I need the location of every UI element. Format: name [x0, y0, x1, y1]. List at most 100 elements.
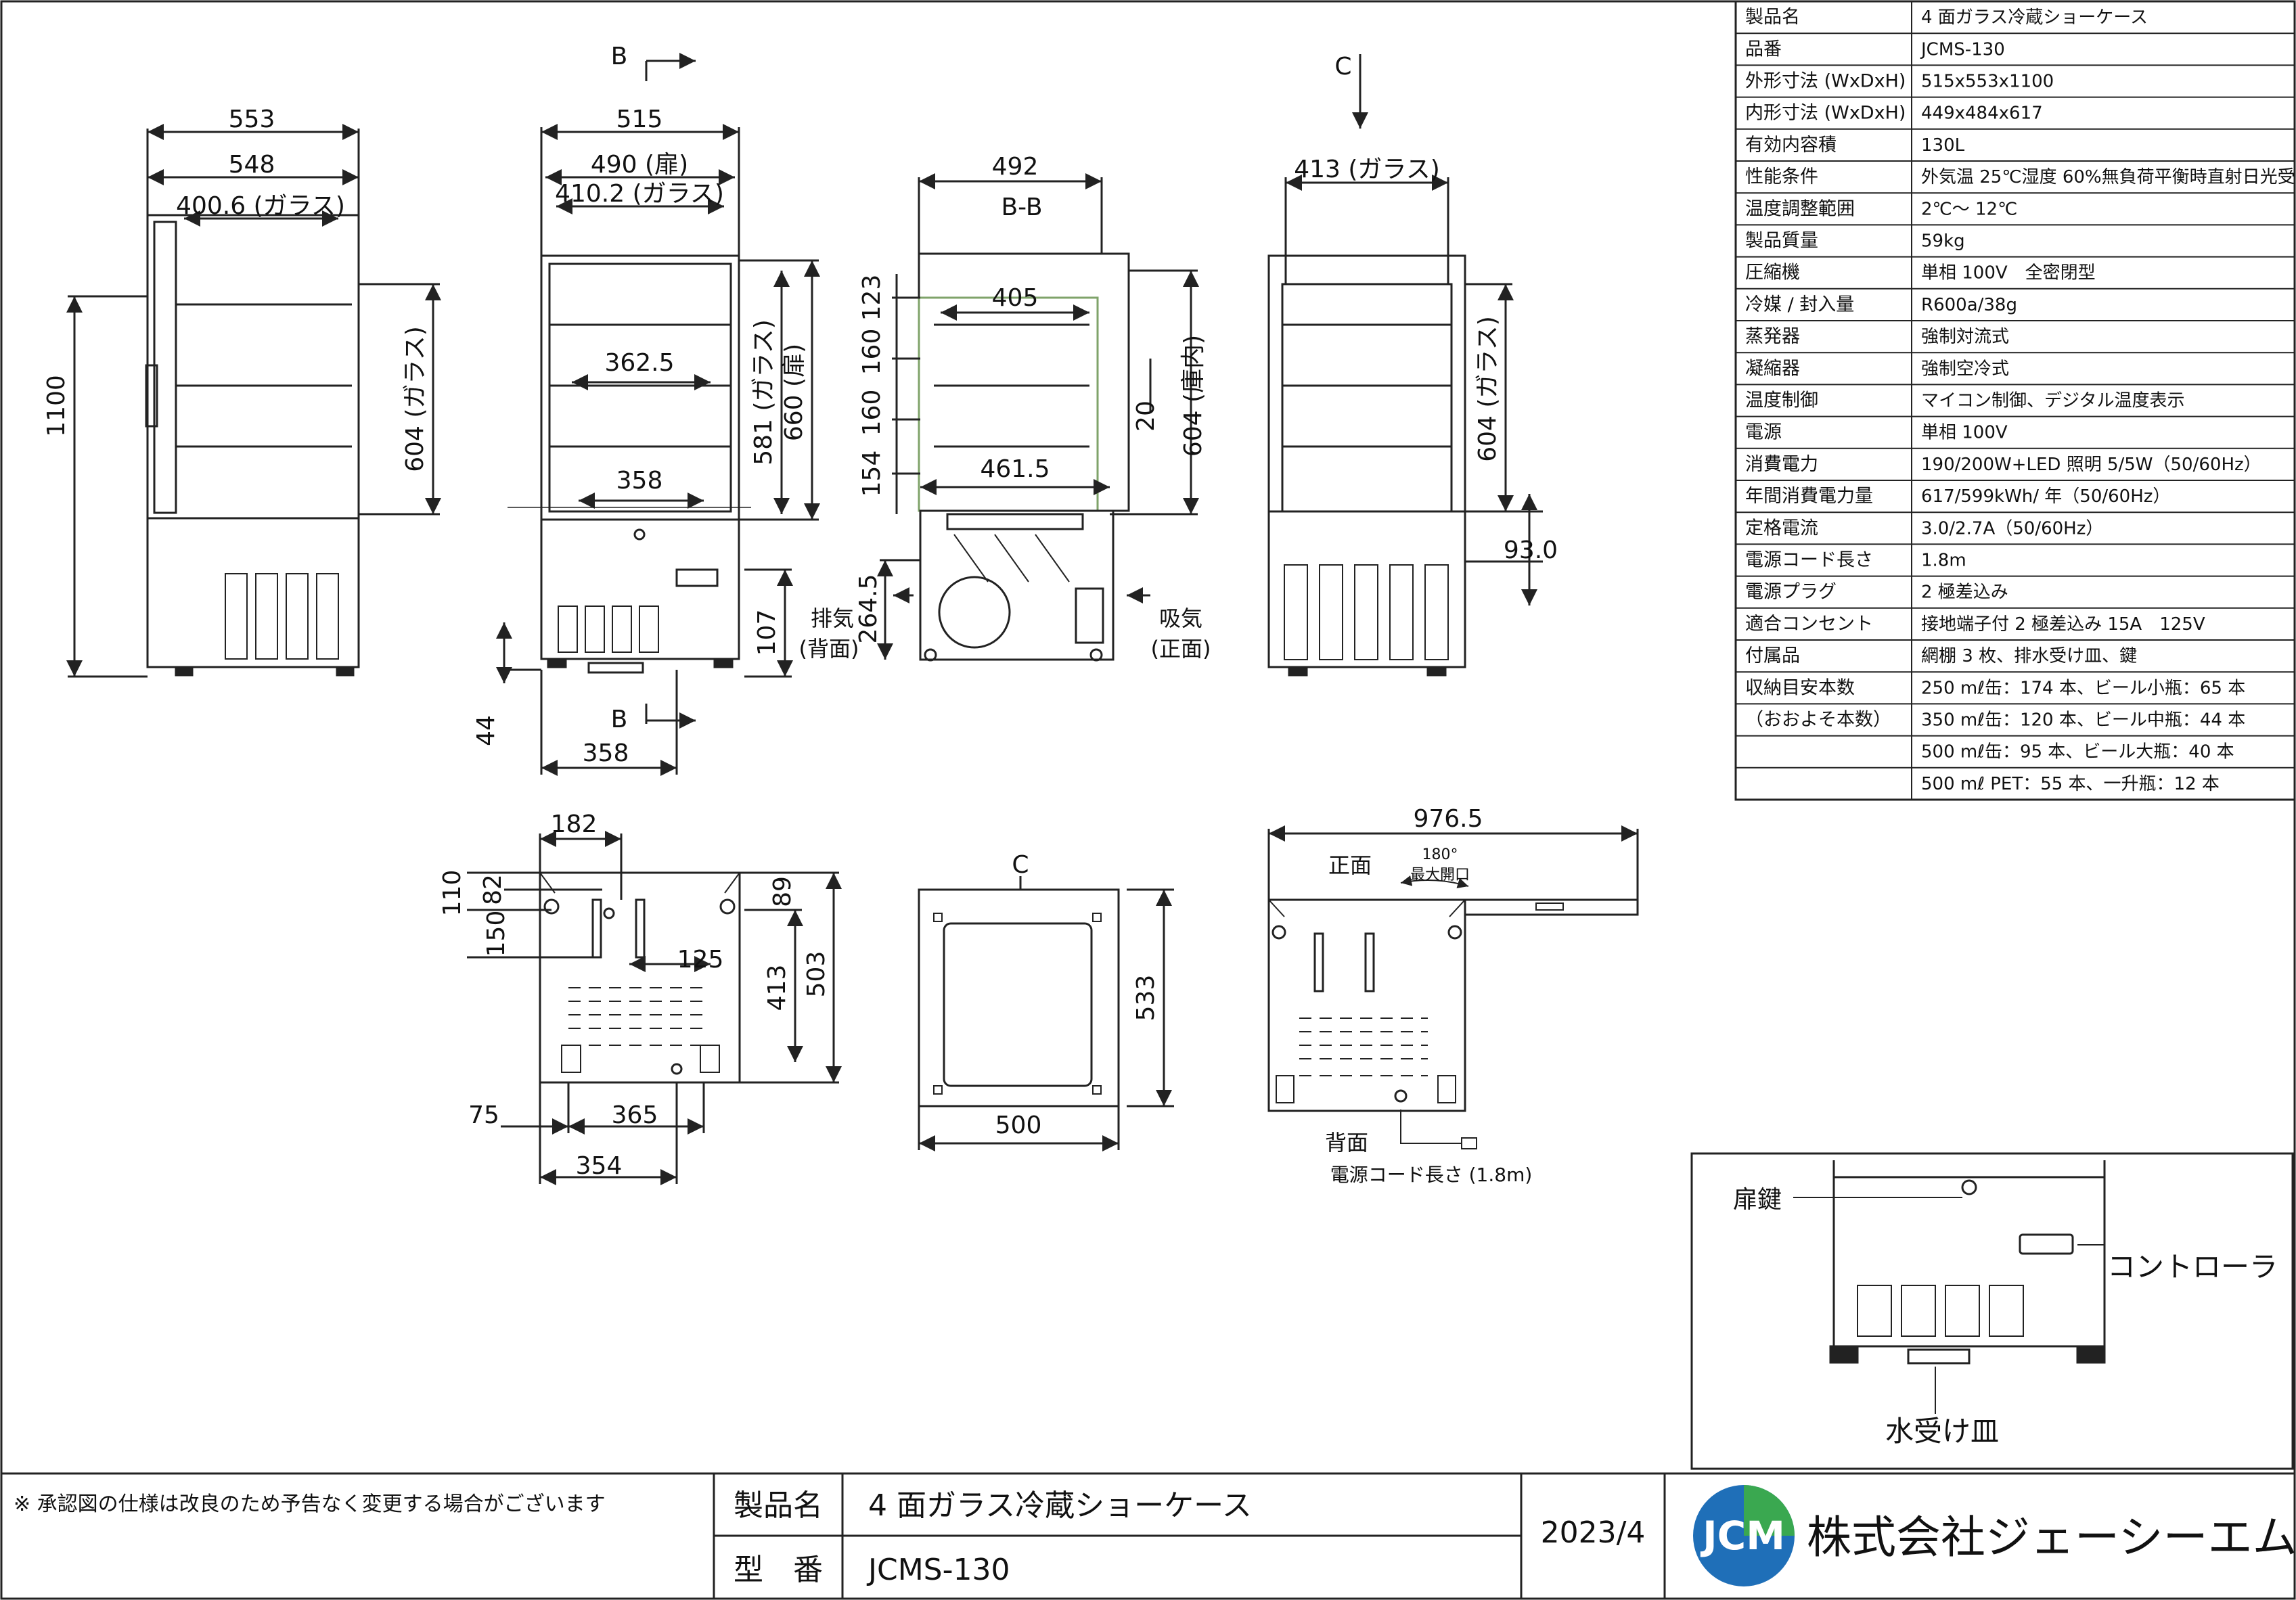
issue-date: 2023/4: [1541, 1515, 1646, 1550]
label-exhaust: 排気: [811, 605, 854, 631]
spec-value: 網棚 3 枚、排水受け皿、鍵: [1921, 646, 2137, 666]
spec-key: 温度調整範囲: [1745, 198, 1855, 219]
spec-key: 有効内容積: [1745, 135, 1837, 156]
spec-value: 3.0/2.7A（50/60Hz）: [1921, 518, 2103, 539]
dim-553: 553: [229, 106, 275, 133]
spec-key: 電源コード長さ: [1745, 549, 1873, 570]
label-back: 背面: [1325, 1130, 1368, 1156]
company-name: 株式会社ジェーシーエム: [1807, 1511, 2296, 1563]
spec-value: 350 mℓ缶：120 本、ビール中瓶：44 本: [1921, 710, 2245, 730]
dim-154: 154: [858, 451, 886, 497]
dim-581-glass: 581 (ガラス): [750, 319, 778, 465]
spec-value: マイコン制御、デジタル温度表示: [1921, 390, 2184, 411]
front-elevation-view: [496, 53, 820, 776]
spec-key: （おおよそ本数）: [1745, 709, 1891, 730]
spec-value: 1.8m: [1921, 550, 1966, 570]
spec-value: 250 mℓ缶：174 本、ビール小瓶：65 本: [1921, 678, 2245, 698]
company-logo: JCM: [1693, 1485, 1795, 1586]
label-power-cord: 電源コード長さ (1.8m): [1330, 1164, 1533, 1186]
spec-key: 製品質量: [1745, 230, 1818, 251]
spec-value: 4 面ガラス冷蔵ショーケース: [1921, 7, 2148, 28]
dim-413: 413: [763, 965, 791, 1011]
dim-362: 362.5: [604, 349, 674, 377]
spec-table-frame: [1734, 0, 2296, 801]
spec-value: 500 mℓ PET：55 本、一升瓶：12 本: [1921, 774, 2220, 794]
spec-value: 617/599kWh/ 年（50/60Hz）: [1921, 486, 2170, 507]
dim-533: 533: [1132, 975, 1160, 1022]
dim-82: 82: [479, 874, 507, 905]
label-door-key: 扉鍵: [1733, 1186, 1782, 1214]
spec-key: 製品名: [1745, 7, 1800, 28]
dim-160a: 160: [858, 329, 886, 375]
dim-door-490: 490 (扉): [591, 151, 688, 179]
spec-value: 190/200W+LED 照明 5/5W（50/60Hz）: [1921, 455, 2261, 475]
dim-503: 503: [803, 951, 830, 998]
dim-604-inner: 604 (庫内): [1179, 335, 1207, 457]
dim-glass-410: 410.2 (ガラス): [555, 180, 724, 208]
spec-key: 凝縮器: [1745, 358, 1800, 379]
spec-value: 強制空冷式: [1921, 359, 2009, 379]
spec-value: 単相 100V 全密閉型: [1921, 263, 2096, 283]
spec-key: 消費電力: [1745, 454, 1818, 475]
label-drain-tray: 水受け皿: [1885, 1415, 1999, 1448]
plan-view-door-open: [1267, 825, 1639, 1149]
dim-glass-400: 400.6 (ガラス): [176, 192, 345, 220]
spec-value: 2℃～ 12℃: [1921, 199, 2017, 219]
dim-976: 976.5: [1413, 805, 1483, 833]
model-label: 型 番: [734, 1553, 823, 1587]
spec-key: 年間消費電力量: [1745, 486, 1873, 507]
dim-89: 89: [769, 876, 796, 907]
bottom-view: [467, 831, 842, 1185]
dim-461: 461.5: [980, 455, 1050, 483]
dim-492: 492: [992, 153, 1039, 181]
dim-1100: 1100: [43, 375, 70, 437]
dim-160b: 160: [858, 390, 886, 436]
spec-key: 冷媒 / 封入量: [1745, 294, 1854, 315]
section-mark-b-bottom: B: [611, 706, 628, 733]
spec-key: 収納目安本数: [1745, 677, 1855, 698]
dim-413-glass: 413 (ガラス): [1294, 156, 1440, 183]
spec-value: 単相 100V: [1921, 423, 2008, 443]
spec-value: 500 mℓ缶：95 本、ビール大瓶：40 本: [1921, 742, 2234, 762]
dim-604-glass-side: 604 (ガラス): [1474, 316, 1502, 462]
dim-660-door: 660 (扉): [780, 344, 808, 441]
dim-500: 500: [995, 1112, 1042, 1139]
label-intake: 吸気: [1159, 605, 1202, 631]
dim-182: 182: [551, 810, 598, 838]
rear-elevation-view: [1267, 54, 1543, 677]
spec-value: 449x484x617: [1921, 104, 2043, 124]
section-view-bb: [877, 173, 1199, 662]
spec-value: JCMS-130: [1920, 39, 2005, 60]
label-max-opening: 最大開口: [1410, 867, 1470, 884]
section-mark-b-top: B: [611, 43, 628, 70]
spec-key: 圧縮機: [1745, 262, 1800, 283]
spec-key: 適合コンセント: [1745, 614, 1873, 635]
dim-358: 358: [616, 467, 663, 495]
model-value: JCMS-130: [866, 1553, 1010, 1587]
detail-view-base: [1690, 1152, 2294, 1470]
spec-key: 電源: [1745, 422, 1782, 443]
title-block: [1, 1472, 2295, 1599]
approval-note: ※ 承認図の仕様は改良のため予告なく変更する場合がございます: [14, 1492, 606, 1516]
spec-value: R600a/38g: [1921, 295, 2017, 315]
dim-354: 354: [576, 1152, 623, 1180]
spec-value: 130L: [1921, 135, 1965, 156]
spec-key: 蒸発器: [1745, 326, 1800, 347]
dim-125: 125: [677, 946, 724, 974]
section-mark-c-top: C: [1012, 851, 1029, 879]
dim-405: 405: [992, 284, 1039, 312]
label-exhaust-sub: (背面): [799, 636, 859, 662]
section-title-bb: B-B: [1001, 193, 1042, 221]
dim-150: 150: [482, 911, 510, 957]
spec-key: 内形寸法 (WxDxH): [1745, 103, 1906, 124]
top-view-c: [918, 876, 1174, 1151]
dim-123: 123: [858, 275, 886, 321]
dim-110: 110: [438, 870, 466, 917]
spec-key: 付属品: [1745, 645, 1800, 666]
spec-value: 外気温 25℃湿度 60%無負荷平衡時直射日光受けず: [1921, 167, 2296, 187]
dim-93: 93.0: [1504, 536, 1558, 564]
spec-key: 定格電流: [1745, 518, 1818, 539]
dim-75: 75: [468, 1101, 499, 1129]
